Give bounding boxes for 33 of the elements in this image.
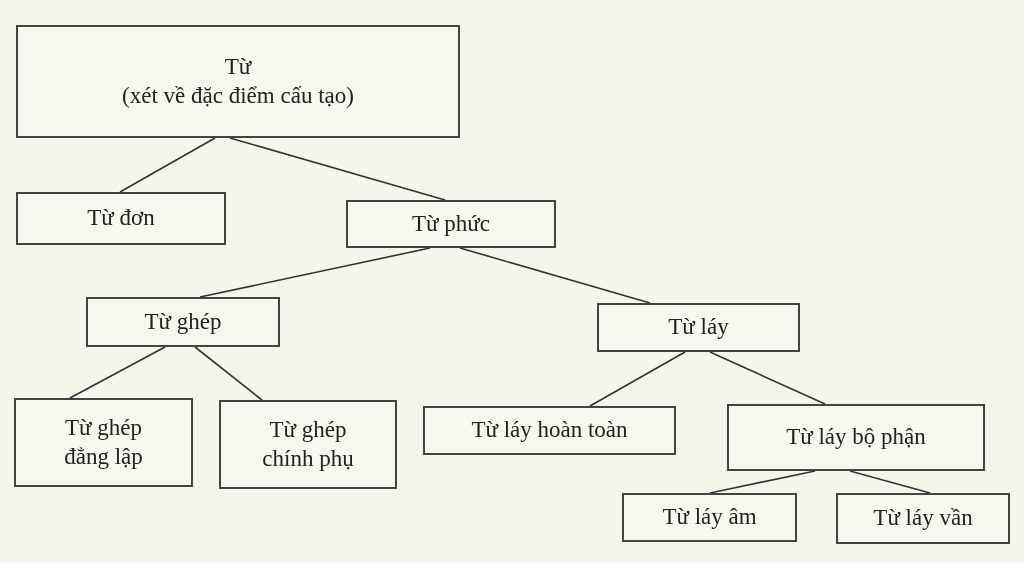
connector-line [709,470,816,494]
node-text: Từ phức [412,209,490,238]
node-text: (xét về đặc điểm cấu tạo) [122,81,354,110]
connector-line [199,247,431,298]
connector-line [849,470,931,494]
node-text: Từ láy [668,313,729,342]
node-text: Từ ghép chính phụ [261,415,355,473]
connector-line [69,346,166,399]
text-box [727,404,985,471]
text-box [16,192,226,245]
node-text: Từ [224,52,252,81]
node-text: Từ ghép đẳng lập [63,413,144,471]
text-box [836,493,1010,544]
node-text: Từ đơn [87,204,155,233]
text-box [219,400,397,489]
text-box [14,398,193,487]
connector-line [194,346,263,401]
connector-line [459,247,651,304]
text-box [597,303,800,352]
text-box [622,493,797,542]
node-text: Từ ghép [144,307,222,336]
connector-line [119,137,216,193]
text-box [86,297,280,347]
node-text: Từ láy hoàn toàn [471,416,628,445]
text-box [346,200,556,248]
connector-line [229,137,446,201]
node-text: Từ láy vần [873,504,973,533]
node-text: Từ láy âm [662,503,757,532]
connector-line [589,351,686,407]
text-box [16,25,460,138]
connector-line [709,351,826,405]
node-text: Từ láy bộ phận [786,423,926,452]
text-box [423,406,676,455]
